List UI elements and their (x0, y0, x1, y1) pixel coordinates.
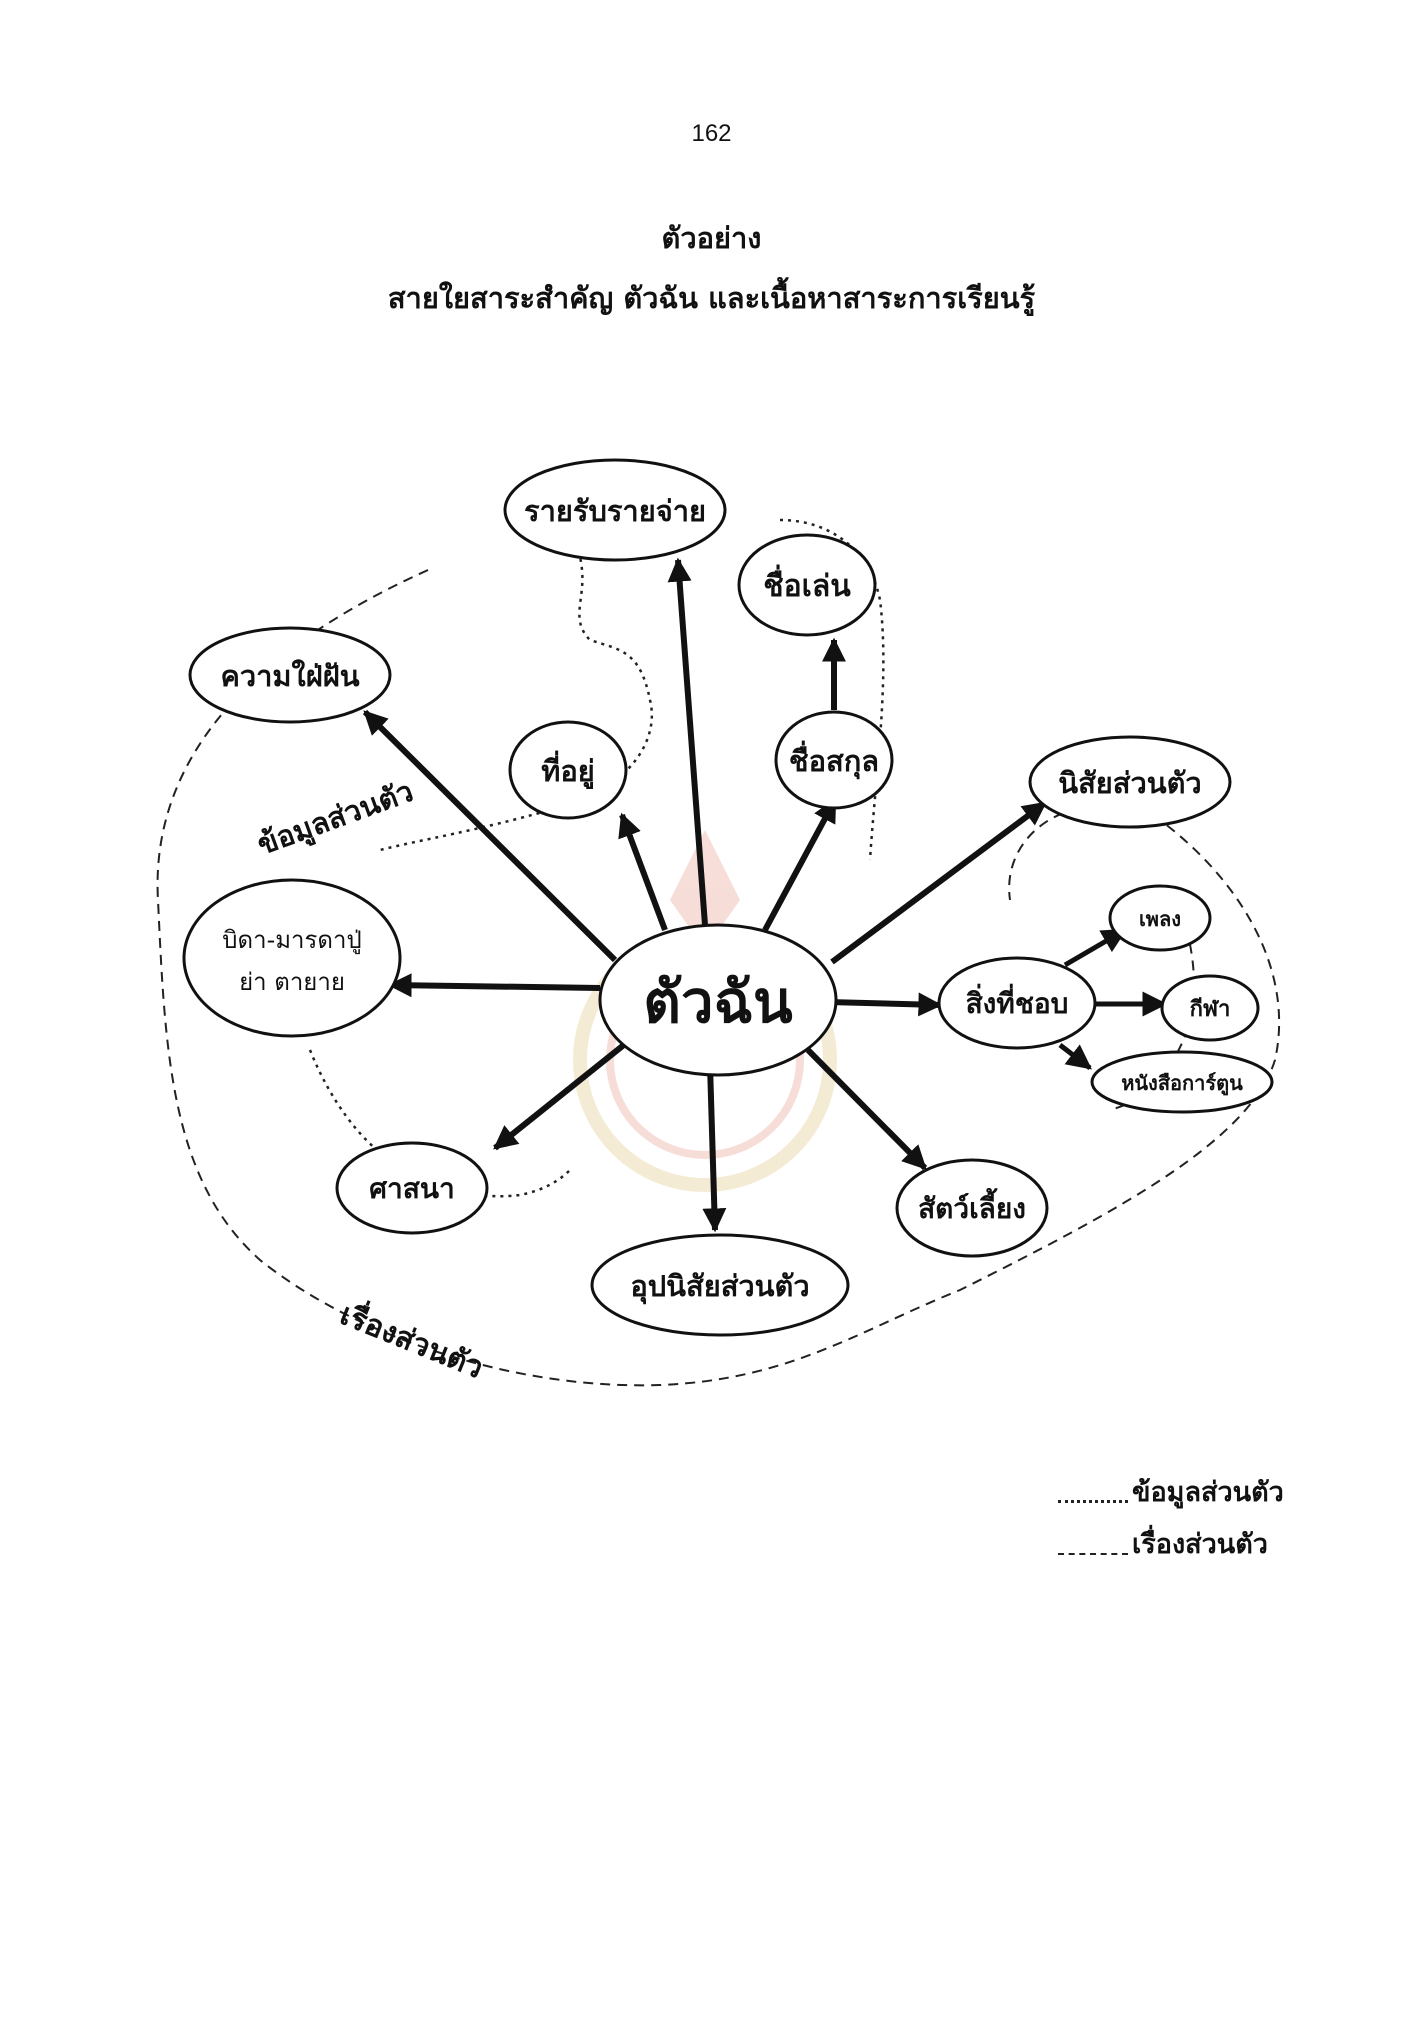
node-family-label-line2: ย่า ตายาย (239, 968, 345, 996)
page-title: ตัวอย่าง (661, 221, 762, 255)
node-income (503, 458, 727, 562)
node-pets (895, 1158, 1049, 1258)
center-node (598, 923, 838, 1077)
legend-dotted: ข้อมูลส่วนตัว (1058, 1470, 1284, 1513)
node-address (508, 720, 628, 820)
page-subtitle: สายใยสาระสำคัญ ตัวฉัน และเนื้อหาสาระการเ… (387, 281, 1036, 315)
personal-matters-boundary (156, 569, 1280, 1387)
legend-dotted-label: ข้อมูลส่วนตัว (1132, 1477, 1284, 1508)
node-family (182, 878, 402, 1038)
personal-info-label: ข้อมูลส่วนตัว (253, 774, 418, 863)
node-likes (937, 956, 1097, 1050)
node-income-label: รายรับรายจ่าย (524, 494, 706, 528)
center-label: ตัวฉัน (643, 968, 793, 1036)
legend-dotted-line (1058, 1500, 1128, 1503)
node-sport (1160, 974, 1260, 1042)
node-religion (335, 1141, 489, 1235)
legend-dashed-label: เรื่องส่วนตัว (1132, 1529, 1268, 1560)
page-number: 162 (691, 120, 732, 147)
node-character (1028, 735, 1232, 829)
node-music-label: เพลง (1139, 907, 1181, 931)
node-religion-label: ศาสนา (369, 1172, 454, 1205)
node-address-label: ที่อยู่ (541, 750, 595, 789)
node-pets-label: สัตว์เลี้ยง (918, 1187, 1026, 1225)
node-dream-label: ความใฝ่ฝัน (220, 659, 359, 693)
node-nickname (737, 533, 877, 637)
node-cartoon (1090, 1050, 1274, 1114)
arrows (362, 557, 1047, 1233)
personal-info-boundary (379, 494, 654, 852)
legend-dashed-line (1058, 1552, 1128, 1555)
node-music (1108, 884, 1212, 952)
node-family-label-line1: บิดา-มารดาปู่ (222, 926, 361, 955)
node-cartoon-label: หนังสือการ์ตูน (1121, 1071, 1243, 1097)
node-habits-label: อุปนิสัยส่วนตัว (630, 1269, 809, 1304)
node-sport-label: กีฬา (1190, 997, 1231, 1022)
node-surname-label: ชื่อสกุล (789, 740, 879, 779)
node-character-label: นิสัยส่วนตัว (1058, 766, 1201, 800)
personal-matters-label: เรื่องส่วนตัว (335, 1292, 490, 1386)
small-arrows (1058, 927, 1168, 1070)
node-habits (590, 1233, 850, 1337)
node-dream (188, 626, 392, 724)
node-surname (774, 710, 894, 810)
node-nickname-label: ชื่อเล่น (763, 564, 851, 604)
legend-dashed: เรื่องส่วนตัว (1058, 1522, 1268, 1565)
node-likes-label: สิ่งที่ชอบ (966, 983, 1069, 1020)
